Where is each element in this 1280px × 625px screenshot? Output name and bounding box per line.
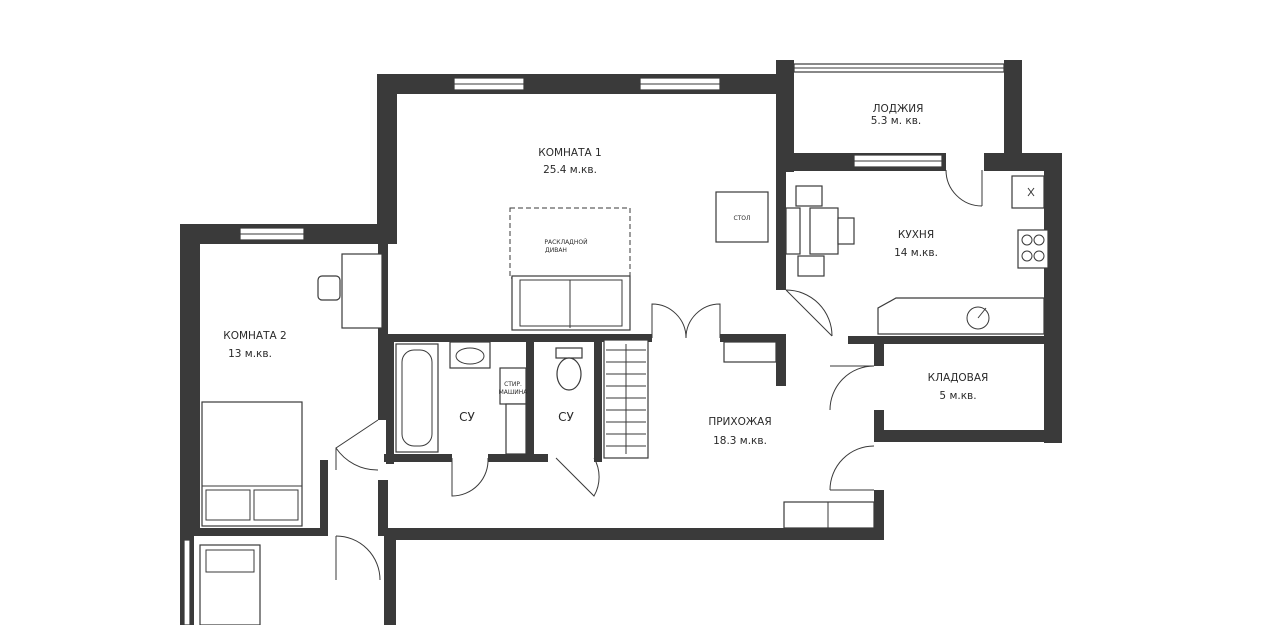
table-label: СТОЛ (733, 215, 750, 222)
windows (183, 63, 1005, 625)
kitchen-name: КУХНЯ (898, 229, 934, 241)
bed-lower (199, 544, 261, 625)
room2-area: 13 м.кв. (228, 348, 272, 360)
bed (201, 401, 303, 527)
furniture-labels: СТОЛ РАСКЛАДНОЙ ДИВАН СТИР. МАШИНА (499, 215, 751, 396)
hallway-name: ПРИХОЖАЯ (708, 416, 771, 428)
loggia-area: 5.3 м. кв. (871, 115, 922, 127)
bath1-name: СУ (459, 410, 475, 424)
kitchen-sink (966, 306, 990, 330)
bathtub (395, 343, 439, 453)
toilet (555, 347, 583, 391)
loggia-name: ЛОДЖИЯ (873, 103, 924, 115)
sofa-label-line2: ДИВАН (545, 247, 567, 254)
room1-area: 25.4 м.кв. (543, 164, 597, 176)
sink-bath1 (449, 341, 491, 369)
kitchen-counter (877, 175, 1049, 335)
hallway-area: 18.3 м.кв. (713, 435, 767, 447)
table-room1 (715, 191, 769, 243)
bath2-name: СУ (558, 410, 574, 424)
bath1-cabinet (505, 403, 527, 455)
sofa (509, 207, 631, 331)
dining-set (785, 185, 855, 277)
washer-label-line1: СТИР. (504, 381, 522, 388)
storage-name: КЛАДОВАЯ (928, 372, 989, 384)
room2-name: КОМНАТА 2 (223, 330, 286, 342)
kitchen-area: 14 м.кв. (894, 247, 938, 259)
doors (335, 169, 983, 581)
washer-label-line2: МАШИНА (499, 389, 529, 396)
room-labels: КОМНАТА 1 25.4 м.кв. КОМНАТА 2 13 м.кв. … (223, 103, 988, 447)
sofa-label-line1: РАСКЛАДНОЙ (544, 239, 587, 246)
shoe-rack (783, 501, 875, 529)
wardrobe (603, 339, 649, 459)
desk-room2 (317, 253, 383, 329)
storage-area: 5 м.кв. (939, 390, 976, 402)
hall-shelf (723, 341, 777, 363)
room1-name: КОМНАТА 1 (538, 147, 601, 159)
